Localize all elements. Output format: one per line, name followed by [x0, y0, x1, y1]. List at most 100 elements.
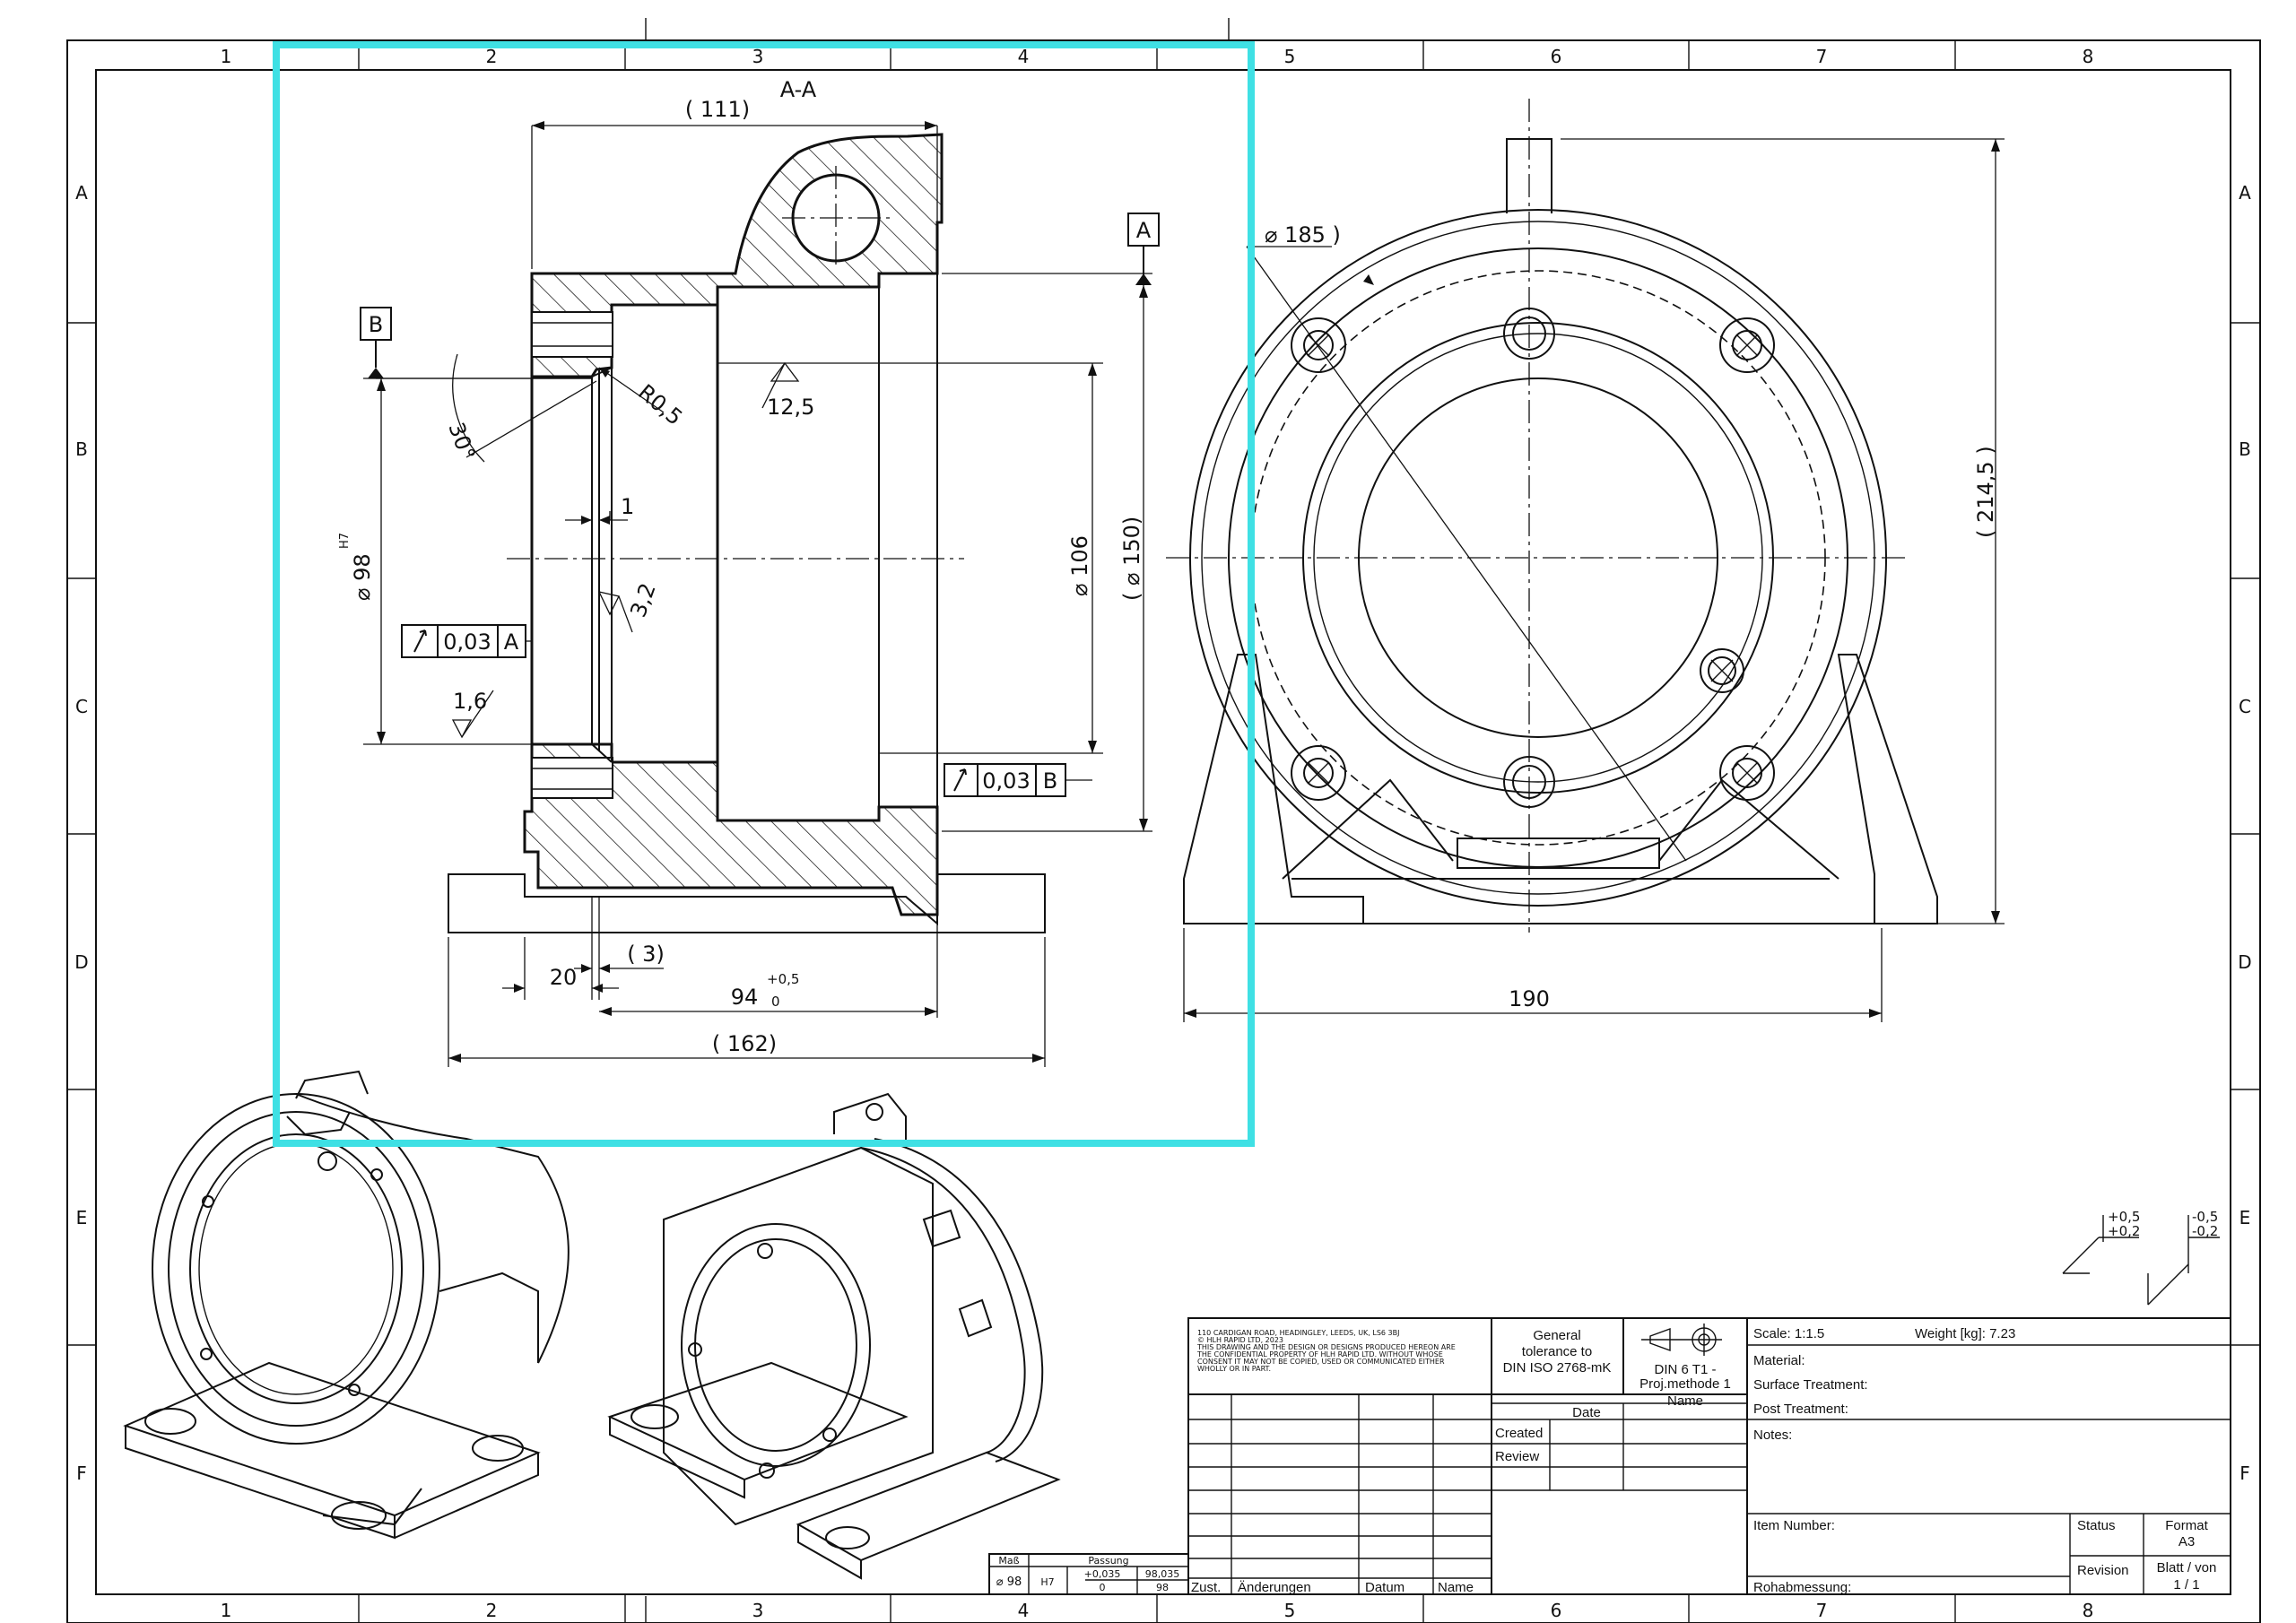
roughness-3-2-text: 3,2	[625, 580, 660, 621]
roughness-1-6-text: 1,6	[453, 689, 487, 714]
zone-col-8: 8	[2083, 1600, 2094, 1621]
company-line-5: CONSENT IT MAY NOT BE COPIED, USED OR CO…	[1197, 1358, 1445, 1366]
zone-labels-right: A B C D E F	[2238, 182, 2251, 1484]
created-label: Created	[1495, 1426, 1543, 1441]
dim-20: 20	[502, 897, 619, 1000]
dim-1-text: 1	[621, 494, 634, 519]
dim-162: ( 162)	[448, 937, 1046, 1067]
thread-hole-lower	[531, 757, 613, 799]
roughness-12-5-text: 12,5	[767, 395, 814, 420]
fcf-a-value: 0,03	[443, 629, 491, 655]
roughness-1-6: 1,6	[451, 689, 494, 739]
zone-labels-bottom: 1 2 3 4 5 6 7 8	[221, 1600, 2094, 1621]
dim-111-text: ( 111)	[685, 97, 750, 122]
tol-b-upper: -0,5	[2192, 1209, 2218, 1225]
dim-111: ( 111)	[531, 97, 938, 269]
rohabmessung-label: Rohabmessung:	[1753, 1580, 1851, 1595]
thread-hole-upper	[531, 311, 613, 358]
proj-line-2: Proj.methode 1	[1639, 1376, 1731, 1392]
zone-col-2: 2	[486, 1600, 498, 1621]
datum-a-label: A	[1136, 218, 1152, 243]
dim-94-tol-plus: +0,5	[767, 971, 799, 987]
dia-150-text: ( ⌀ 150)	[1119, 516, 1144, 601]
scale-label: Scale: 1:1.5	[1753, 1326, 1824, 1341]
bore-edges	[530, 273, 938, 820]
item-number-label: Item Number:	[1753, 1518, 1835, 1533]
zone-column-dividers	[67, 40, 2260, 1623]
r05-text: R0,5	[633, 379, 687, 430]
front-view-recess	[1457, 838, 1660, 869]
dim-dia-106: ⌀ 106	[718, 362, 1103, 754]
front-view-foot-right	[1837, 654, 1938, 924]
zone-col-8: 8	[2083, 46, 2094, 67]
zone-row-b: B	[2239, 438, 2251, 460]
rev-zust: Zust.	[1191, 1580, 1221, 1595]
sheet-line-2: 1 / 1	[2173, 1577, 2199, 1593]
notes-label: Notes:	[1753, 1428, 1792, 1443]
company-line-2: © HLH RAPID LTD, 2023	[1197, 1336, 1283, 1344]
roughness-3-2: 3,2	[597, 580, 661, 633]
tolerance-line-3: DIN ISO 2768-mK	[1503, 1360, 1612, 1376]
zone-col-1: 1	[221, 1600, 232, 1621]
zone-row-f: F	[76, 1462, 87, 1484]
rev-aenderungen: Änderungen	[1238, 1580, 1311, 1595]
sheet-line-1: Blatt / von	[2157, 1560, 2217, 1575]
zone-row-a: A	[2239, 182, 2251, 204]
angle-30-text: 30°	[443, 419, 480, 464]
tolerance-symbols: +0,5 +0,2 -0,5 -0,2	[2062, 1209, 2220, 1306]
zone-col-4: 4	[1018, 46, 1030, 67]
fcf-runout-a: 0,03 A	[401, 624, 532, 658]
datum-b: B	[360, 307, 392, 378]
section-view-a-a: A-A	[338, 77, 1160, 1067]
selection-highlight	[273, 41, 1255, 1147]
fcf-b-datum: B	[1043, 768, 1057, 794]
company-line-4: THE CONFIDENTIAL PROPERTY OF HLH RAPID L…	[1196, 1350, 1443, 1358]
zone-col-7: 7	[1816, 1600, 1828, 1621]
fcf-b-value: 0,03	[982, 768, 1030, 794]
status-label: Status	[2077, 1518, 2116, 1533]
company-line-1: 110 CARDIGAN ROAD, HEADINGLEY, LEEDS, UK…	[1197, 1329, 1400, 1337]
height-214-5-text: ( 214,5 )	[1973, 446, 1998, 538]
zone-row-c: C	[2239, 696, 2251, 717]
zone-col-7: 7	[1816, 46, 1828, 67]
width-190-text: 190	[1509, 986, 1550, 1011]
dim-162-text: ( 162)	[712, 1031, 777, 1056]
date-head: Date	[1572, 1405, 1601, 1420]
dim-94: 94 +0,5 0	[599, 897, 938, 1018]
fit-class: H7	[1040, 1576, 1054, 1588]
revision-label: Revision	[2077, 1563, 2129, 1578]
dim-3-text: ( 3)	[627, 942, 665, 967]
zone-row-b: B	[75, 438, 88, 460]
zone-row-a: A	[75, 182, 88, 204]
zone-labels-top: 1 2 3 4 5 6 7 8	[221, 46, 2094, 67]
zone-col-1: 1	[221, 46, 232, 67]
front-view: ⌀ 185 ) ( 214,5 ) 190	[1166, 99, 2005, 1022]
post-treatment-label: Post Treatment:	[1753, 1402, 1848, 1417]
tol-b-lower: -0,2	[2192, 1223, 2218, 1239]
zone-row-f: F	[2239, 1462, 2250, 1484]
fcf-runout-b: 0,03 B	[944, 763, 1092, 797]
zone-row-d: D	[2238, 951, 2251, 973]
material-label: Material:	[1753, 1353, 1805, 1368]
projection-symbol-icon	[1641, 1324, 1722, 1356]
zone-labels-left: A B C D E F	[74, 182, 88, 1484]
proj-line-1: DIN 6 T1 -	[1655, 1362, 1717, 1377]
zone-col-3: 3	[752, 46, 764, 67]
format-line-1: Format	[2165, 1518, 2208, 1533]
section-label: A-A	[780, 77, 817, 102]
dia-185-text: ⌀ 185 )	[1265, 222, 1341, 247]
tol-a-lower: +0,2	[2108, 1223, 2140, 1239]
surface-label: Surface Treatment:	[1753, 1377, 1868, 1393]
zone-col-5: 5	[1284, 1600, 1296, 1621]
zone-col-3: 3	[752, 1600, 764, 1621]
dim-3: ( 3)	[574, 897, 665, 1000]
dim-94-tol-zero: 0	[771, 994, 780, 1010]
dim-214-5: ( 214,5 )	[1561, 138, 2005, 924]
zone-row-e: E	[2239, 1207, 2251, 1228]
front-view-base	[1183, 654, 1364, 924]
dim-dia-98: ⌀ 98 H7	[338, 378, 592, 745]
fit-table: Maß Passung ⌀ 98 H7 +0,035 98,035 0 98	[988, 1553, 1189, 1595]
zone-col-2: 2	[486, 46, 498, 67]
dia-106-text: ⌀ 106	[1067, 535, 1092, 596]
